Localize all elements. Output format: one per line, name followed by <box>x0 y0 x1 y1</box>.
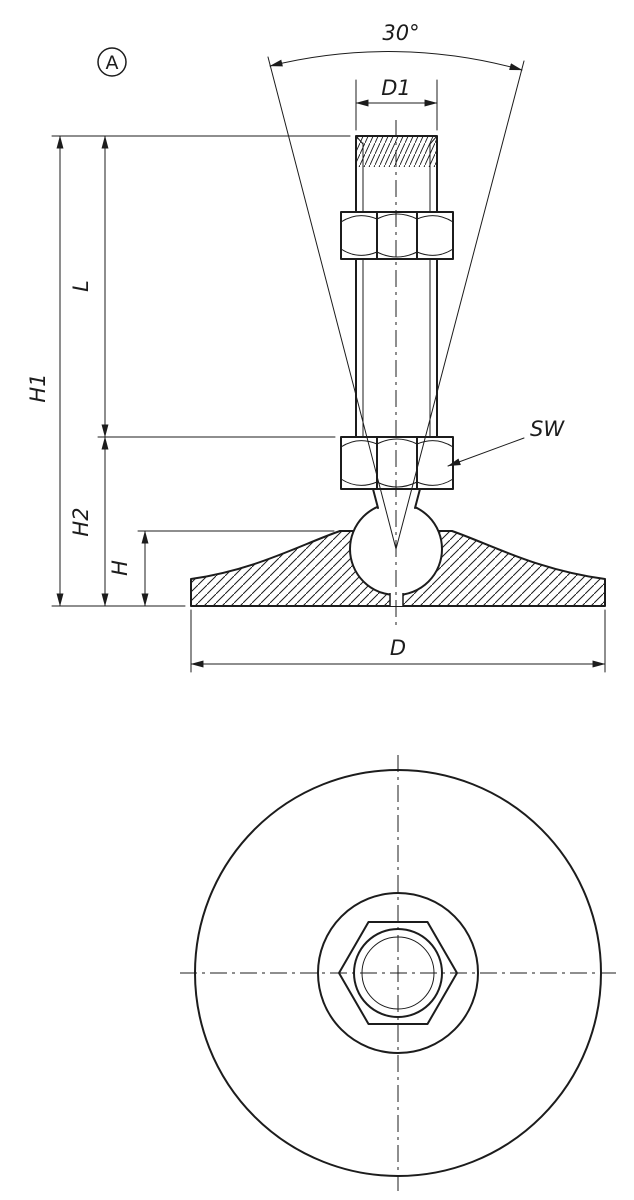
thread-circle-outer <box>353 928 443 1018</box>
dim-h: H <box>108 530 335 607</box>
stud-thread-minor-lines <box>362 142 431 488</box>
dim-l-label: L <box>69 280 93 292</box>
dim-d1: D1 <box>355 76 438 131</box>
view-label-a: A <box>97 47 127 77</box>
base-outline-circle <box>194 769 602 1177</box>
leader-sw-line <box>447 437 525 467</box>
leader-sw-label: SW <box>530 417 565 441</box>
dim-angle: 30° <box>267 21 525 550</box>
dim-h-label: H <box>108 560 132 576</box>
view-label-text: A <box>106 52 119 74</box>
socket-circle <box>317 892 479 1054</box>
ball-neck-lines <box>372 488 421 509</box>
ball-slot <box>390 592 403 606</box>
view-label-circle <box>97 47 127 77</box>
hex-nut-bottom-view <box>338 921 458 1025</box>
angle-cone-lines <box>267 56 525 550</box>
dim-d: D <box>190 609 606 673</box>
dim-d-label: D <box>390 636 406 660</box>
hex-nut-upper <box>340 211 454 260</box>
hex-nut-upper-faces <box>376 211 418 260</box>
hex-nut-upper-chamfers <box>340 213 454 258</box>
hex-nut-lower-body <box>340 436 454 490</box>
dim-h2-label: H2 <box>69 507 93 536</box>
angle-label: 30° <box>382 21 419 45</box>
dim-d1-label: D1 <box>381 76 411 100</box>
hex-nut-lower-chamfers <box>340 438 454 488</box>
front-view: 30° D1 H1 L H2 H <box>26 21 606 673</box>
dim-h1-label: H1 <box>26 373 50 402</box>
centerlines-bottom <box>180 755 616 1191</box>
hex-nut-upper-body <box>340 211 454 260</box>
thread-circle-inner <box>361 936 435 1010</box>
dim-l: L <box>69 135 336 438</box>
dim-h1-extensions <box>51 135 351 607</box>
hex-nut-lower-faces <box>376 436 418 490</box>
angle-arc <box>269 51 523 71</box>
bottom-view <box>180 755 616 1191</box>
hex-nut-lower <box>340 436 454 490</box>
leader-sw: SW <box>447 417 565 467</box>
ball-slot-lines <box>389 593 404 606</box>
dim-h2: H2 <box>69 436 109 607</box>
